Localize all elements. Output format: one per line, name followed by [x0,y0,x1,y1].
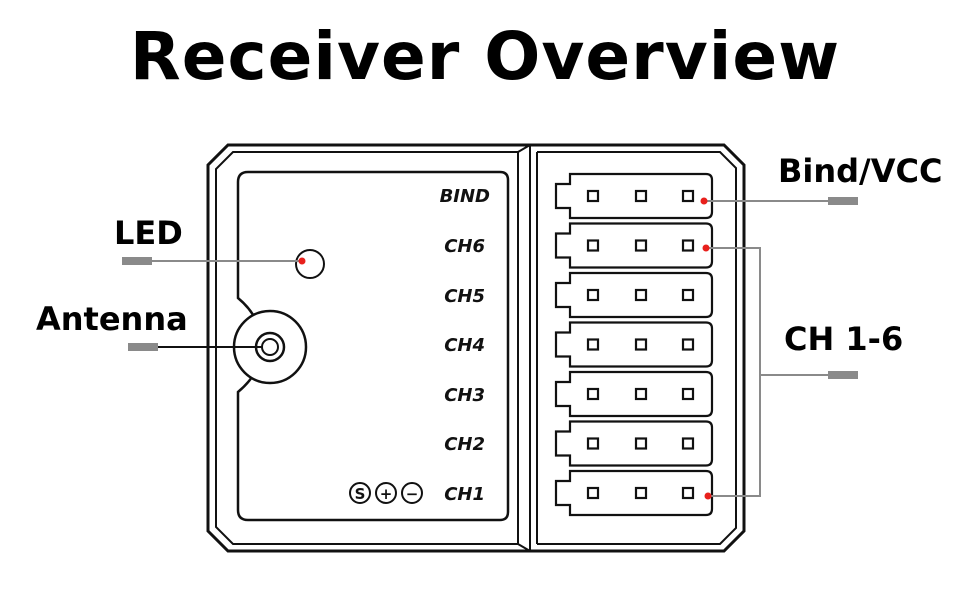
header-pin-bind-1 [586,189,600,203]
led-marker [298,257,306,265]
header-row-ch5 [554,271,714,319]
ch-leader-end [828,371,858,379]
antenna-connector [261,338,279,356]
signal-symbol-icon [349,482,371,504]
header-pin-ch3-2 [634,387,648,401]
polarity-symbols: S + − [349,482,423,504]
led-leader-end [122,257,152,265]
header-pin-ch6-1 [586,239,600,252]
bind-marker [700,197,708,205]
header-pin-ch6-2 [634,239,648,252]
header-pin-bind-3 [681,189,695,203]
header-pin-ch2-2 [634,437,648,450]
minus-symbol-icon [401,482,423,504]
header-pin-ch5-3 [681,288,695,302]
header-row-ch2 [554,420,714,467]
header-row-ch3 [554,370,714,418]
header-pin-ch5-2 [634,288,648,302]
header-pin-ch3-1 [586,387,600,401]
header-rows [554,172,714,517]
plus-symbol-icon [375,482,397,504]
header-row-ch6 [554,222,714,269]
header-block-frame [537,151,737,545]
header-pin-ch5-1 [586,288,600,302]
ch6-marker [702,244,710,252]
page-title: Receiver Overview [129,18,841,95]
header-pin-ch4-2 [634,338,648,351]
label-panel [236,170,510,522]
bind-vcc-callout: Bind/VCC [778,152,943,190]
port-label-ch1: CH1 [444,484,485,505]
port-label-ch5: CH5 [444,286,485,307]
header-pin-ch3-3 [681,387,695,401]
led-indicator [295,249,325,279]
ch-bracket [706,247,761,497]
port-label-ch2: CH2 [444,434,485,455]
leader-lines [122,197,858,497]
port-label-ch4: CH4 [444,335,485,356]
bind-leader-end [828,197,858,205]
port-label-ch3: CH3 [444,385,485,406]
header-row-bind [554,172,714,220]
header-pin-ch4-3 [681,338,695,351]
header-row-ch4 [554,321,714,368]
header-pin-bind-2 [634,189,648,203]
header-pin-ch1-2 [634,486,648,500]
header-pin-ch6-3 [681,239,695,252]
port-label-bind: BIND [440,186,490,207]
port-label-ch6: CH6 [444,236,485,257]
ch1-marker [704,492,712,500]
plus-symbol-text: + [380,485,393,503]
header-pin-ch2-3 [681,437,695,450]
antenna-leader-end [128,343,158,351]
antenna-callout: Antenna [36,300,188,338]
header-pin-ch2-1 [586,437,600,450]
led-callout: LED [114,214,183,252]
ch-range-callout: CH 1-6 [784,320,904,358]
header-pin-ch1-3 [681,486,695,500]
signal-symbol-text: S [355,485,366,503]
header-pin-ch1-1 [586,486,600,500]
header-row-ch1 [554,469,714,517]
case-divider [517,144,538,552]
minus-symbol-text: − [406,485,419,503]
header-pin-ch4-1 [586,338,600,351]
